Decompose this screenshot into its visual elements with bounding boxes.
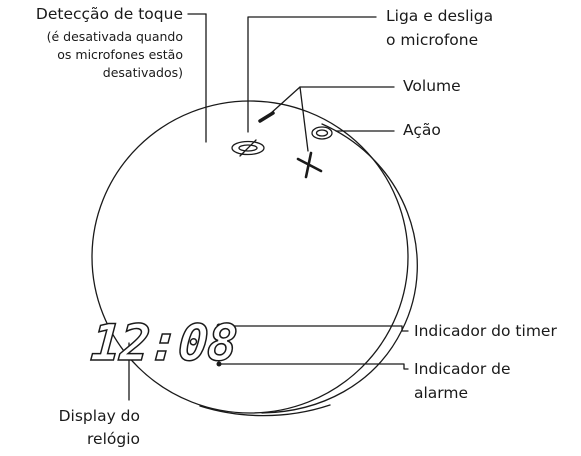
device-base-rim: [199, 404, 331, 417]
timer-indicator-dot: [216, 323, 222, 329]
mic-button-icon: [231, 139, 265, 157]
device-body: [91, 100, 409, 414]
label-alarm-2: alarme: [414, 384, 469, 402]
volume-up-icon: [296, 151, 323, 179]
clock-display: 12:08: [89, 314, 239, 372]
label-touch-note-3: desativados): [102, 65, 183, 80]
volume-leader-branch: [299, 86, 309, 152]
label-clock-2: relógio: [87, 430, 140, 448]
action-button-icon: [311, 126, 333, 140]
volume-leader-line: [269, 86, 395, 115]
label-alarm-1: Indicador de: [414, 360, 511, 378]
label-clock-1: Display do: [58, 407, 140, 425]
alarm-leader-line: [220, 363, 409, 370]
label-mic-2: o microfone: [386, 31, 479, 49]
label-mic-1: Liga e desliga: [386, 7, 494, 25]
timer-leader-line: [220, 325, 409, 332]
label-touch-note-1: (é desativada quando: [46, 29, 183, 44]
mic-leader-line: [247, 16, 377, 133]
alarm-indicator-dot: [216, 361, 222, 367]
device-rim: [261, 123, 418, 414]
label-touch-note-2: os microfones estão: [57, 47, 183, 62]
label-volume: Volume: [403, 77, 461, 95]
label-action: Ação: [403, 121, 441, 139]
label-timer-indicator: Indicador do timer: [414, 322, 557, 340]
volume-down-icon: [258, 111, 275, 123]
label-touch-detection: Detecção de toque: [35, 5, 183, 23]
